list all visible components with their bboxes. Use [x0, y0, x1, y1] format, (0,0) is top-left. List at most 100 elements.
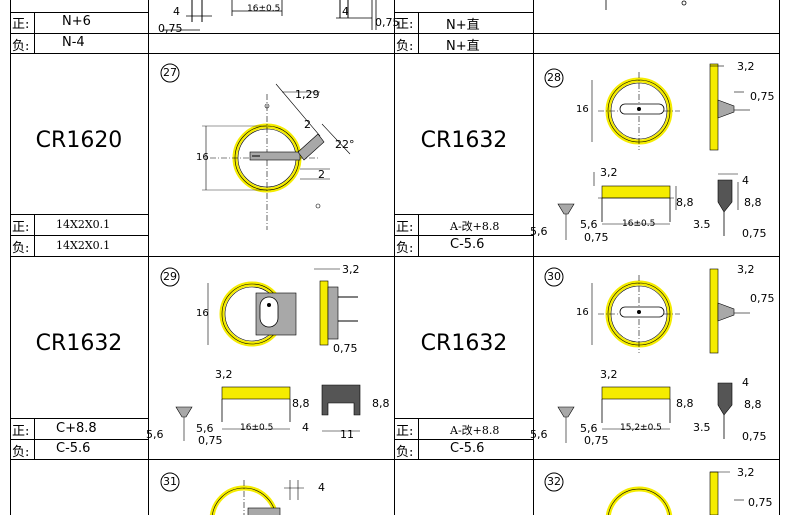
negative-value: N+直: [446, 39, 480, 54]
grid-line: [418, 214, 419, 256]
dimension-label: 5,6: [530, 428, 548, 441]
dimension-label: 3,2: [600, 166, 618, 179]
positive-label: 正:: [396, 424, 414, 439]
dimension-label: 2: [318, 168, 325, 181]
dimension-label: 3,2: [737, 263, 755, 276]
dimension-label: 0,75: [750, 90, 775, 103]
grid-line: [394, 0, 395, 515]
dimension-label: 16: [576, 307, 589, 318]
negative-value: 14X2X0.1: [56, 239, 111, 252]
model-name: CR1632: [35, 331, 123, 356]
grid-line: [34, 418, 35, 459]
grid-line: [10, 418, 148, 419]
dimension-label: 8,8: [372, 397, 390, 410]
dimension-label: 16±0.5: [622, 219, 656, 229]
positive-value: C+8.8: [56, 421, 97, 436]
positive-label: 正:: [396, 17, 414, 32]
circle-number: 30: [547, 270, 561, 283]
positive-label: 正:: [12, 220, 30, 235]
dimension-label: 1,29: [295, 88, 320, 101]
circle-number: 29: [163, 270, 177, 283]
positive-value: N+直: [446, 18, 480, 33]
dimension-label: 0,75: [584, 434, 609, 447]
dimension-label: 22°: [335, 138, 355, 151]
diagram-29: [160, 267, 361, 441]
dimension-label: 2: [304, 118, 311, 131]
dimension-label: 5,6: [146, 428, 164, 441]
grid-line: [779, 0, 780, 515]
grid-line: [533, 0, 534, 515]
dimension-label: 8,8: [676, 397, 694, 410]
dimension-label: 4: [318, 481, 325, 494]
grid-line: [10, 256, 780, 257]
grid-line: [10, 214, 148, 215]
grid-line: [10, 0, 11, 515]
positive-label: 正:: [396, 220, 414, 235]
top-drawing-left: [162, 0, 377, 31]
dimension-label: 16: [196, 308, 209, 319]
positive-value: A-改+8.8: [450, 220, 500, 233]
diagram-31: [160, 472, 304, 515]
circle-number: 32: [547, 475, 561, 488]
model-name: CR1620: [35, 128, 123, 153]
dimension-label: 0,75: [750, 292, 775, 305]
grid-line: [395, 214, 533, 215]
dimension-label: 4: [742, 376, 749, 389]
diagram-30: [544, 267, 750, 443]
negative-label: 负:: [396, 241, 414, 256]
dimension-label: 5,6: [196, 422, 214, 435]
positive-label: 正:: [12, 424, 30, 439]
dimension-label: 4: [742, 174, 749, 187]
negative-value: N-4: [62, 35, 85, 50]
negative-label: 负:: [12, 445, 30, 460]
grid-line: [10, 12, 148, 13]
dimension-label: 3.5: [693, 218, 711, 231]
negative-label: 负:: [396, 39, 414, 54]
dimension-label: 8,8: [676, 196, 694, 209]
dimension-label: 0,75: [375, 16, 400, 29]
grid-line: [10, 235, 148, 236]
grid-line: [148, 0, 149, 515]
dimension-label: 16: [196, 152, 209, 163]
dimension-label: 16±0.5: [240, 423, 274, 433]
positive-label: 正:: [12, 17, 30, 32]
grid-line: [395, 418, 533, 419]
dimension-label: 3.5: [693, 421, 711, 434]
positive-value: A-改+8.8: [450, 424, 500, 437]
model-name: CR1632: [420, 331, 508, 356]
dimension-label: 15,2±0.5: [620, 423, 662, 433]
grid-line: [10, 53, 780, 54]
model-name: CR1632: [420, 128, 508, 153]
dimension-label: 3,2: [342, 263, 360, 276]
diagram-27: [160, 63, 351, 230]
dimension-label: 0,75: [198, 434, 223, 447]
dimension-label: 0,75: [584, 231, 609, 244]
grid-line: [395, 235, 533, 236]
negative-label: 负:: [396, 445, 414, 460]
grid-line: [418, 418, 419, 459]
negative-value: C-5.6: [450, 441, 485, 456]
dimension-label: 4: [302, 421, 309, 434]
diagram-28: [544, 63, 750, 240]
dimension-label: 4: [173, 5, 180, 18]
dimension-label: 0,75: [742, 227, 767, 240]
circle-number: 28: [547, 71, 561, 84]
top-drawing-right: [605, 0, 687, 10]
grid-line: [10, 439, 148, 440]
dimension-label: 8,8: [292, 397, 310, 410]
dimension-label: 5,6: [580, 422, 598, 435]
dimension-label: 16±0.5: [247, 4, 281, 14]
circle-number: 31: [163, 475, 177, 488]
grid-line: [395, 12, 533, 13]
grid-line: [34, 12, 35, 53]
dimension-label: 0,75: [158, 22, 183, 35]
dimension-label: 8,8: [744, 196, 762, 209]
negative-value: C-5.6: [56, 441, 91, 456]
dimension-label: 8,8: [744, 398, 762, 411]
negative-label: 负:: [12, 241, 30, 256]
dimension-label: 5,6: [580, 218, 598, 231]
negative-value: C-5.6: [450, 237, 485, 252]
positive-value: N+6: [62, 14, 91, 29]
grid-line: [418, 12, 419, 53]
